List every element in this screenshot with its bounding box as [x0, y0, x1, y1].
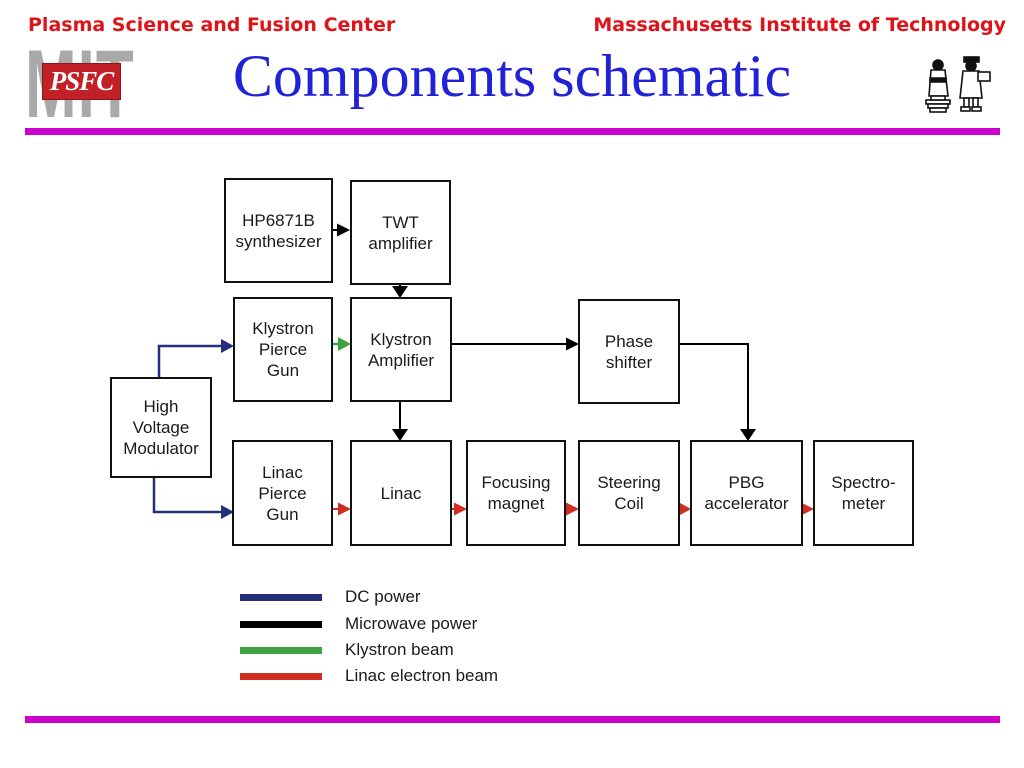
logo-psfc-badge: PSFC	[42, 63, 121, 100]
box-steering-coil: Steering Coil	[578, 440, 680, 546]
legend-item: Microwave power	[240, 613, 477, 635]
box-linac: Linac	[350, 440, 452, 546]
box-spectrometer: Spectro- meter	[813, 440, 914, 546]
box-twt-amplifier: TWT amplifier	[350, 180, 451, 285]
legend-label: Klystron beam	[345, 640, 454, 659]
legend-swatch-microwave-power	[240, 620, 322, 628]
mit-seal-figures-icon	[918, 56, 994, 120]
box-klystron-amplifier: Klystron Amplifier	[350, 297, 452, 402]
box-hp-synthesizer: HP6871B synthesizer	[224, 178, 333, 283]
box-phase-shifter: Phase shifter	[578, 299, 680, 404]
legend-swatch-dc-power	[240, 593, 322, 601]
legend-swatch-linac-beam	[240, 672, 322, 680]
top-rule	[25, 128, 1000, 135]
legend-label: Microwave power	[345, 614, 478, 633]
legend-item: DC power	[240, 586, 421, 608]
header-left-org: Plasma Science and Fusion Center	[28, 14, 396, 36]
legend-swatch-klystron-beam	[240, 646, 322, 654]
page-title: Components schematic	[232, 43, 792, 109]
box-focusing-magnet: Focusing magnet	[466, 440, 566, 546]
legend-item: Klystron beam	[240, 639, 454, 661]
box-high-voltage-modulator: High Voltage Modulator	[110, 377, 212, 478]
legend-label: DC power	[345, 587, 421, 606]
box-klystron-pierce-gun: Klystron Pierce Gun	[233, 297, 333, 402]
header-right-org: Massachusetts Institute of Technology	[593, 14, 1006, 36]
box-pbg-accelerator: PBG accelerator	[690, 440, 803, 546]
legend-label: Linac electron beam	[345, 666, 499, 685]
psfc-mit-logo: MIT PSFC	[25, 37, 155, 133]
bottom-rule	[25, 716, 1000, 723]
box-linac-pierce-gun: Linac Pierce Gun	[232, 440, 333, 546]
legend-item: Linac electron beam	[240, 665, 498, 687]
